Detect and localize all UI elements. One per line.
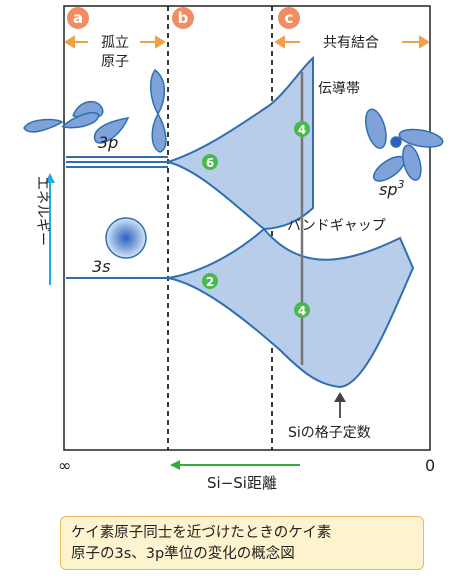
- count-4-upper-circle: [294, 121, 310, 137]
- badge-b-circle: [172, 7, 194, 29]
- lattice-arrow-head: [334, 392, 346, 402]
- caption-line-2: 原子の3s、3p準位の変化の概念図: [71, 546, 295, 562]
- band-gap-label: バンドギャップ: [287, 218, 386, 234]
- count-2: 2: [206, 275, 214, 289]
- upper-band: [164, 55, 314, 231]
- region-c-label: 共有結合: [323, 35, 379, 51]
- region-a-arrows: [64, 35, 166, 49]
- region-c-arrows: [274, 35, 430, 49]
- label-3s: 3s: [92, 257, 111, 276]
- lower-band: [167, 227, 415, 389]
- count-6-circle: [202, 154, 218, 170]
- label-sp3: sp3: [379, 178, 405, 199]
- x-zero-label: 0: [425, 456, 435, 475]
- count-4-lower-circle: [294, 302, 310, 318]
- conduction-band-label: 伝導帯: [318, 81, 360, 97]
- lattice-constant-label: Siの格子定数: [288, 425, 371, 441]
- region-a-label-1: 孤立: [101, 35, 129, 51]
- sp3-orbital-icon: [365, 108, 444, 182]
- badge-a-circle: [67, 7, 89, 29]
- distance-label: Si−Si距離: [207, 474, 277, 492]
- distance-arrow-head: [170, 460, 180, 470]
- region-a-label-2: 原子: [101, 54, 129, 70]
- count-4-lower: 4: [298, 304, 306, 318]
- s-orbital-icon: [105, 217, 147, 259]
- badge-c: c: [285, 9, 294, 27]
- caption-line-1: ケイ素原子同士を近づけたときのケイ素: [71, 525, 332, 541]
- plot-frame: [63, 5, 431, 451]
- label-3p: 3p: [98, 133, 118, 152]
- caption-box: ケイ素原子同士を近づけたときのケイ素 原子の3s、3p準位の変化の概念図: [60, 516, 424, 570]
- badge-b: b: [178, 9, 189, 27]
- p-orbital-icon: [23, 68, 167, 153]
- count-4-upper: 4: [298, 123, 306, 137]
- count-6: 6: [206, 156, 214, 170]
- count-2-circle: [202, 273, 218, 289]
- badge-a: a: [73, 9, 83, 27]
- x-infinity-label: ∞: [58, 456, 71, 475]
- energy-label: エネルギー: [34, 176, 50, 246]
- badge-c-circle: [278, 7, 300, 29]
